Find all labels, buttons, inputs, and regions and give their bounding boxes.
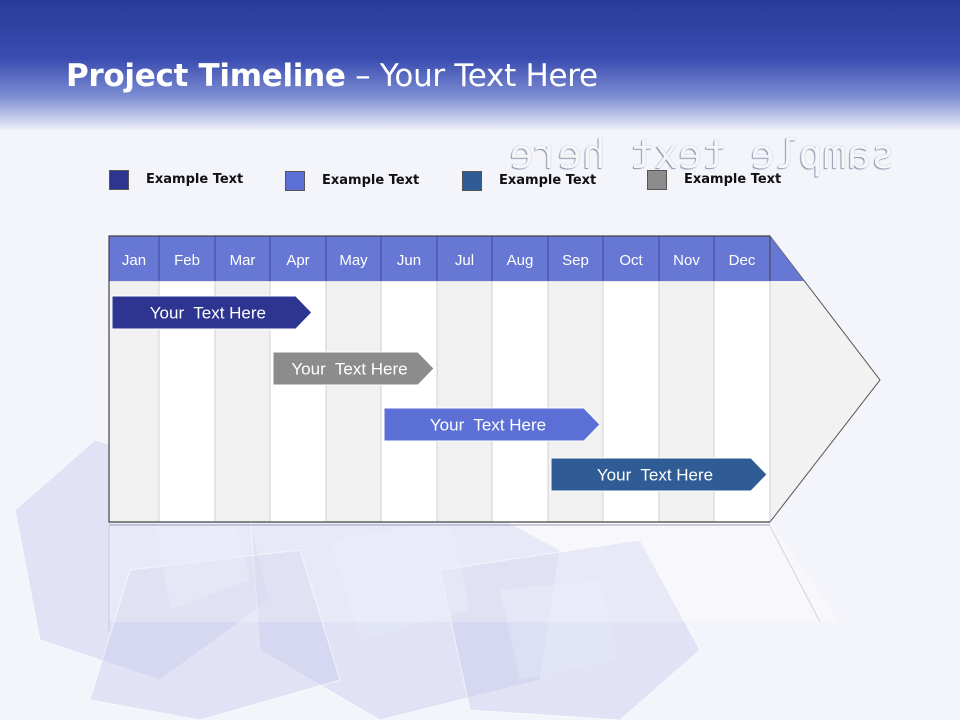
month-label: Sep <box>562 252 589 269</box>
month-label: Mar <box>230 252 256 269</box>
legend-label: Example Text <box>684 172 782 187</box>
month-label: May <box>339 252 368 269</box>
month-label: Feb <box>174 252 200 269</box>
month-column <box>380 280 438 523</box>
slide-header-band <box>0 0 960 130</box>
month-label: Jul <box>455 252 474 269</box>
crystal-decoration <box>14 439 700 720</box>
legend-swatch <box>285 171 305 191</box>
legend-swatch <box>462 171 482 191</box>
month-header-band <box>109 236 770 281</box>
task-bar <box>272 351 435 386</box>
task-label: Your Text Here <box>150 304 266 323</box>
month-label: Jun <box>397 252 421 269</box>
legend-swatch <box>109 170 129 190</box>
legend-swatch <box>647 170 667 190</box>
chart-frame <box>108 235 770 523</box>
title-bold: Project Timeline <box>66 58 346 94</box>
month-label: Oct <box>619 252 643 269</box>
legend-label: Example Text <box>499 173 597 188</box>
reflection-edge <box>769 525 821 623</box>
month-column <box>436 280 493 523</box>
legend-label: Example Text <box>322 173 420 188</box>
task-bar <box>550 457 768 492</box>
month-column <box>491 280 549 523</box>
month-header-arrow-tip <box>770 236 804 281</box>
task-bar <box>383 407 601 442</box>
month-column <box>325 280 382 523</box>
month-label: Nov <box>673 252 700 269</box>
title-rest: – Your Text Here <box>345 58 598 94</box>
chart-reflection <box>109 522 840 622</box>
task-label: Your Text Here <box>597 466 713 485</box>
task-label: Your Text Here <box>291 360 407 379</box>
task-bar <box>111 295 313 330</box>
month-label: Apr <box>286 252 309 269</box>
task-label: Your Text Here <box>430 416 546 435</box>
month-label: Dec <box>729 252 756 269</box>
month-label: Jan <box>122 252 146 269</box>
page-title: Project Timeline – Your Text Here <box>66 58 598 94</box>
month-label: Aug <box>507 252 534 269</box>
legend-label: Example Text <box>146 172 244 187</box>
